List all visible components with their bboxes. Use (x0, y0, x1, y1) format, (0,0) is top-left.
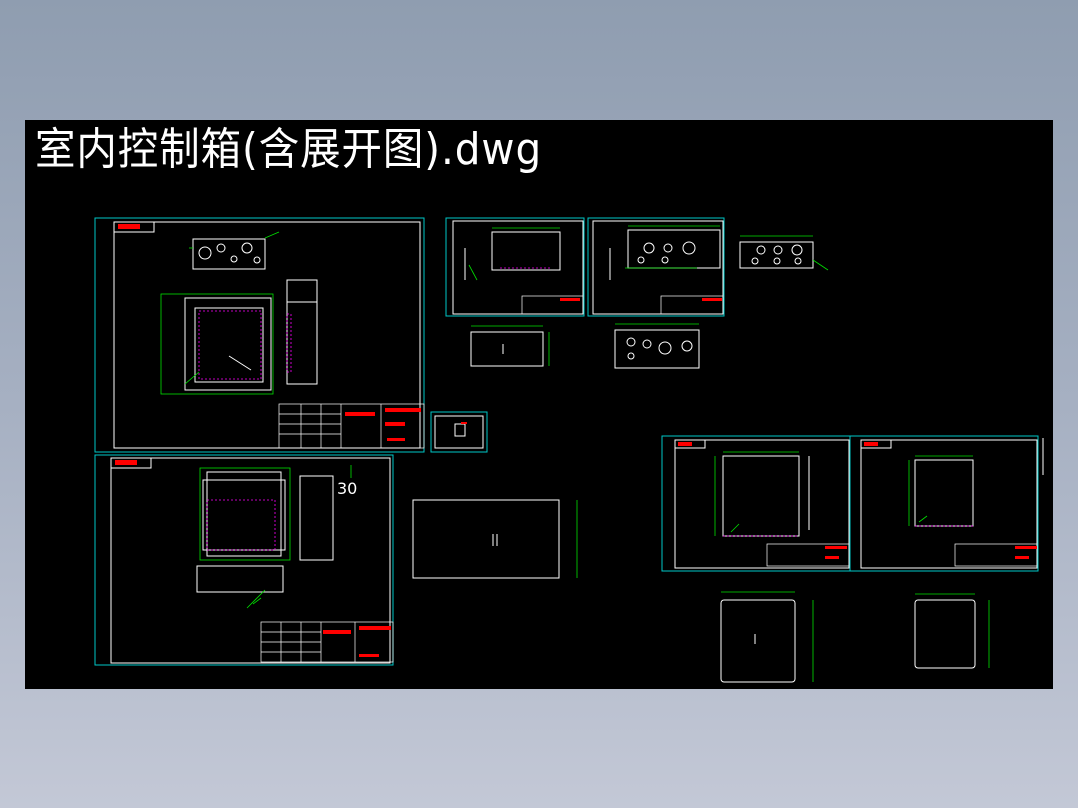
unfold-part-1 (470, 325, 550, 367)
file-title: 室内控制箱(含展开图).dwg (35, 124, 543, 175)
cad-drawing: .fr { fill: none; stroke: #00c8c8; strok… (94, 217, 1044, 683)
sheet-3[interactable] (445, 217, 585, 317)
sheet-4[interactable] (587, 217, 725, 317)
unfold-panel-bottom-right (914, 593, 990, 669)
small-viewport[interactable] (430, 411, 488, 453)
dimension-label: 30 (337, 479, 357, 498)
sheet-2[interactable]: 30 (94, 454, 394, 666)
loose-part-plate (739, 235, 829, 271)
sheet-1[interactable] (94, 217, 425, 453)
sheet-5[interactable] (661, 435, 851, 572)
unfold-panel-bottom-left (720, 591, 814, 683)
sheet-6[interactable] (849, 435, 1044, 572)
unfold-part-2 (614, 323, 700, 369)
cad-drawing-canvas[interactable]: 室内控制箱(含展开图).dwg .fr { fill: none; stroke… (25, 120, 1053, 689)
unfold-panel-large (412, 499, 578, 579)
